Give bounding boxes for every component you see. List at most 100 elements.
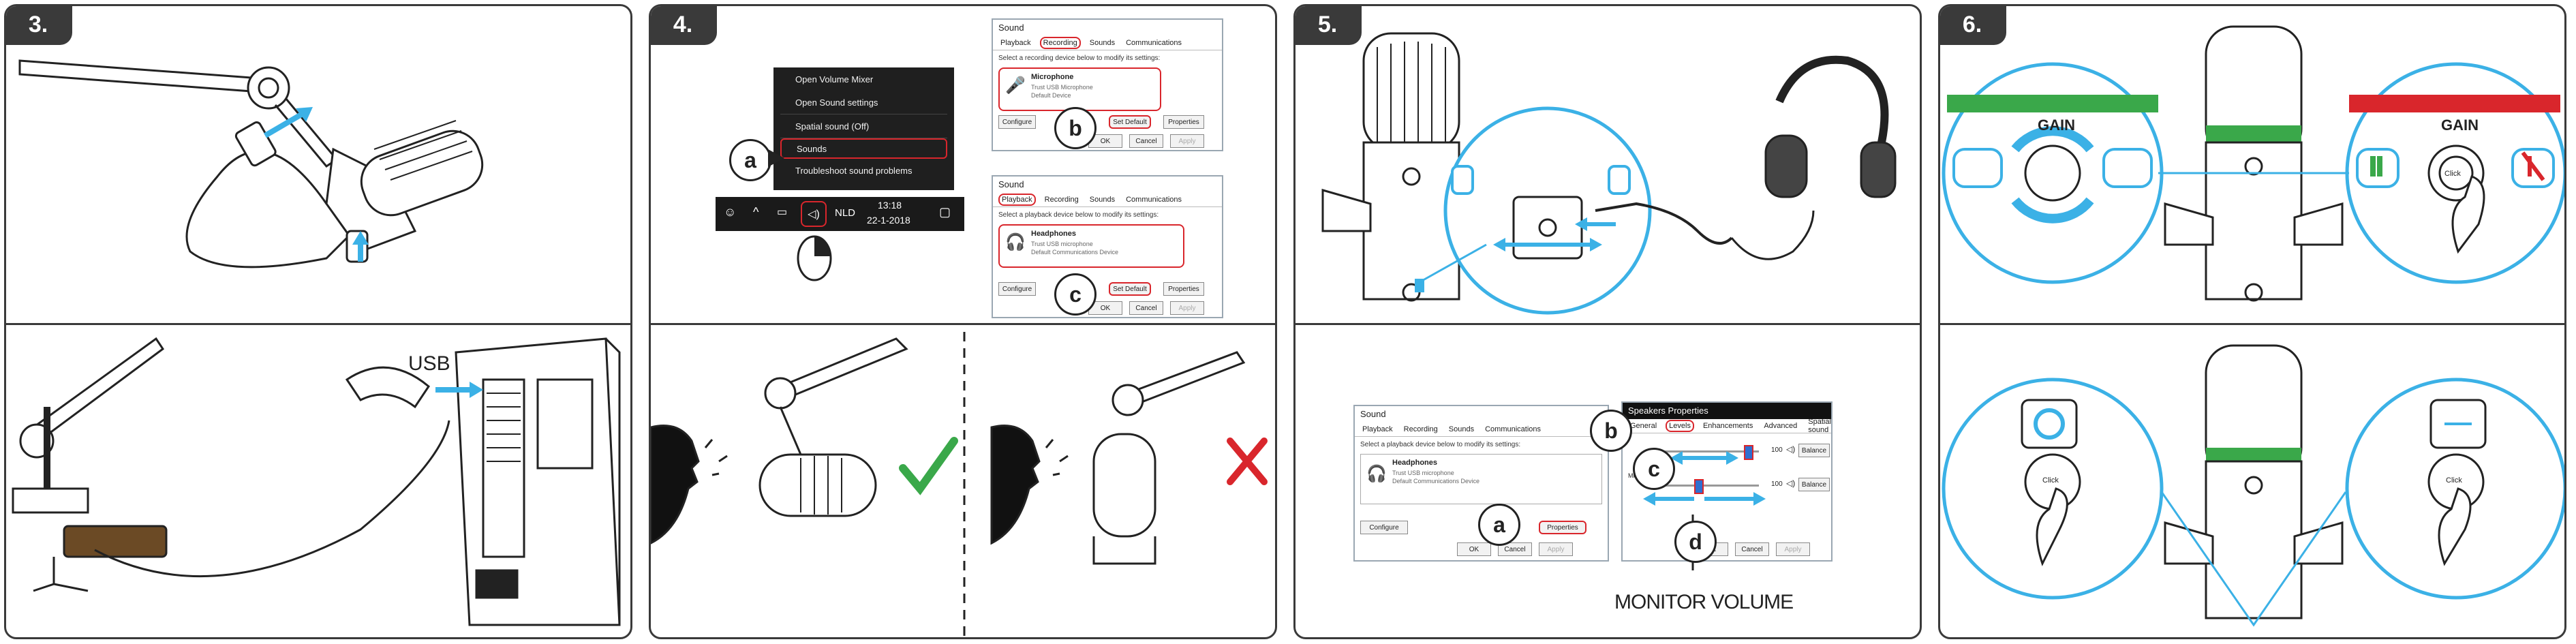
tab-general[interactable]: General [1630,422,1657,430]
headphones-icon: 🎧 [1005,233,1026,251]
tab-sounds[interactable]: Sounds [1089,196,1116,204]
menu-item-sounds[interactable]: Sounds [780,138,947,159]
input-language[interactable]: NLD [835,207,856,219]
step-number: 6. [1940,6,2006,45]
cancel-button[interactable]: Cancel [1498,542,1532,556]
step-5-panel: 5. [1293,4,1922,639]
volume-slider-1[interactable] [1650,450,1759,453]
tab-sounds[interactable]: Sounds [1089,39,1116,47]
windows-taskbar: ☺ ^ ▭ ◁) NLD 13:18 22-1-2018 ▢ [716,197,964,231]
taskbar-time[interactable]: 13:18 [878,200,902,211]
slider-thumb-2[interactable] [1694,479,1704,494]
led-toggle-illustration [1942,344,2564,627]
panel-divider [1940,323,2564,325]
step-letter-a: a [729,139,771,181]
level-value-2: 100 [1771,480,1783,488]
cancel-button[interactable]: Cancel [1735,542,1769,556]
configure-button[interactable]: Configure [998,282,1036,296]
apply-button[interactable]: Apply [1170,134,1204,148]
panel-divider [6,323,630,325]
sound-dialog-recording: Sound Playback Recording Sounds Communic… [992,18,1223,151]
dialog-hint: Select a playback device below to modify… [1360,441,1521,448]
apply-button[interactable]: Apply [1170,301,1204,315]
ok-button[interactable]: OK [1457,542,1491,556]
set-default-button[interactable]: Set Default [1109,282,1151,296]
slider-thumb-1[interactable] [1744,445,1753,460]
gain-label: GAIN [2038,117,2075,134]
step-4-panel: 4. Open Volume Mixer Open Sound settings… [649,4,1277,639]
monitor-volume-label: MONITOR VOLUME [1614,591,1794,613]
people-icon[interactable]: ☺ [724,205,737,219]
tab-recording[interactable]: Recording [1403,425,1438,433]
gain-mute-illustration [1942,25,2564,302]
ok-button[interactable]: OK [1088,301,1122,315]
device-microphone[interactable]: 🎤 Microphone Trust USB Microphone Defaul… [998,67,1162,111]
tab-enhancements[interactable]: Enhancements [1702,422,1753,430]
tab-recording[interactable]: Recording [1039,37,1081,49]
device-status: Default Communications Device [1392,478,1480,485]
tab-communications[interactable]: Communications [1126,39,1182,47]
speaker-icon[interactable]: ◁) [1786,444,1796,454]
tab-sounds[interactable]: Sounds [1448,425,1475,433]
properties-button[interactable]: Properties [1163,115,1204,129]
dialog-hint: Select a playback device below to modify… [998,211,1159,219]
dialog-title: Sound [1360,409,1386,419]
balance-button[interactable]: Balance [1798,478,1830,491]
configure-button[interactable]: Configure [1360,521,1408,534]
click-label: Click [2444,170,2461,178]
cancel-button[interactable]: Cancel [1129,301,1163,315]
tab-communications[interactable]: Communications [1485,425,1542,433]
menu-item-troubleshoot[interactable]: Troubleshoot sound problems [795,165,913,176]
usb-pc-illustration [12,337,621,626]
device-subtitle: Trust USB Microphone [1031,84,1093,91]
notification-icon[interactable]: ▢ [939,205,951,219]
device-headphones[interactable]: 🎧 Headphones Trust USB microphone Defaul… [1360,454,1602,504]
mouse-right-click-icon [797,235,832,281]
step-letter-c: c [1633,448,1675,490]
boom-arm-mic-illustration [18,59,484,269]
headphone-connection-illustration [1321,32,1897,315]
tab-playback[interactable]: Playback [998,194,1036,206]
step-number: 3. [6,6,72,45]
gain-label: GAIN [2441,117,2479,134]
tab-communications[interactable]: Communications [1126,196,1182,204]
dialog-title: Sound [998,179,1024,189]
microphone-icon: 🎤 [1005,76,1026,95]
device-name: Headphones [1031,230,1077,238]
speaker-icon[interactable]: ◁) [801,201,827,227]
pointer-arrow [768,149,784,167]
device-headphones[interactable]: 🎧 Headphones Trust USB microphone Defaul… [998,224,1184,268]
device-subtitle: Trust USB microphone [1392,470,1454,476]
cancel-button[interactable]: Cancel [1129,134,1163,148]
menu-item-spatial-sound[interactable]: Spatial sound (Off) [795,121,870,132]
dialog-title: Sound [998,22,1024,33]
dialog-title: Speakers Properties [1623,403,1831,419]
step-letter-a: a [1478,504,1520,546]
tab-advanced[interactable]: Advanced [1764,422,1798,430]
volume-slider-2[interactable] [1650,485,1759,487]
panel-divider [651,323,1275,325]
apply-button[interactable]: Apply [1539,542,1573,556]
properties-button[interactable]: Properties [1539,521,1586,534]
speaker-icon[interactable]: ◁) [1786,478,1796,488]
step-letter-d: d [1674,521,1717,563]
apply-button[interactable]: Apply [1776,542,1810,556]
tab-levels[interactable]: Levels [1666,420,1694,432]
device-name: Headphones [1392,459,1438,467]
taskbar-date[interactable]: 22-1-2018 [867,215,910,226]
balance-button[interactable]: Balance [1798,444,1830,457]
sound-dialog-playback: Sound Playback Recording Sounds Communic… [992,175,1223,318]
device-status: Default Communications Device [1031,249,1119,256]
chevron-up-icon[interactable]: ^ [753,205,759,219]
menu-item-open-volume-mixer[interactable]: Open Volume Mixer [795,74,874,85]
tab-playback[interactable]: Playback [1362,425,1393,433]
set-default-button[interactable]: Set Default [1109,115,1151,129]
properties-button[interactable]: Properties [1163,282,1204,296]
configure-button[interactable]: Configure [998,115,1036,129]
network-icon[interactable]: ▭ [777,206,788,218]
tab-spatial-sound[interactable]: Spatial sound [1808,418,1831,434]
tab-recording[interactable]: Recording [1044,196,1079,204]
menu-item-open-sound-settings[interactable]: Open Sound settings [795,97,878,108]
tab-playback[interactable]: Playback [1000,39,1031,47]
step-letter-b: b [1054,107,1097,149]
